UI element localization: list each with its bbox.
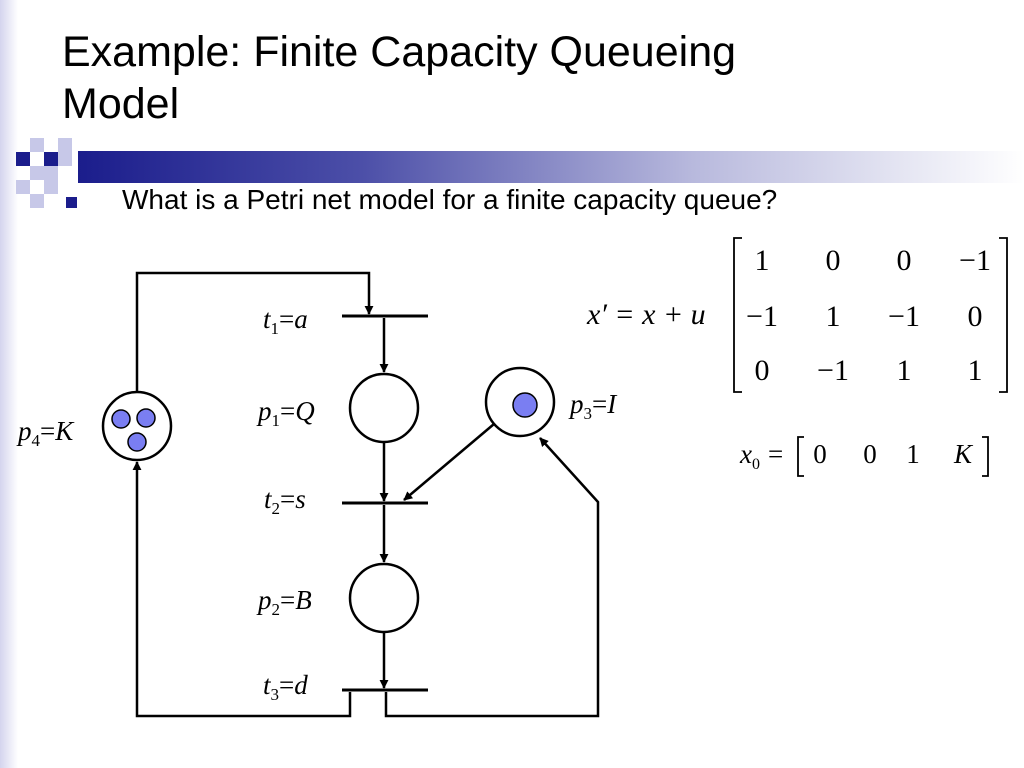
vector-left-bracket [797,436,804,477]
token-p3 [512,392,538,418]
label-t3: t3=d [263,670,308,704]
bullet-square-icon [66,197,77,208]
matrix-cell: −1 [959,244,991,277]
matrix-cell: 1 [755,244,770,277]
matrix-cell: −1 [888,300,920,333]
title-line-2: Model [62,80,180,128]
vector-cell: 1 [906,439,920,469]
left-gradient-bar [0,0,18,768]
title-decoration [16,138,72,208]
token-p4-1 [111,409,131,429]
matrix-cell: 0 [755,354,770,387]
label-p4: p4=K [16,416,75,450]
matrix-cell: 1 [826,300,841,333]
label-t2: t2=s [264,484,306,518]
label-p2: p2=B [256,585,312,619]
initial-state-lhs: x0= [739,439,783,473]
matrix-cell: 1 [968,354,983,387]
label-p3: p3=I [568,389,618,423]
arc-t3-to-p4 [132,461,352,718]
label-t1: t1=a [263,304,308,338]
matrix-right-bracket [999,237,1008,393]
matrix-cell: −1 [746,300,778,333]
token-p4-2 [136,408,156,428]
vector-right-bracket [982,436,989,477]
vector-cell: K [953,439,974,469]
matrix-cell: −1 [817,354,849,387]
vector-cell: 0 [863,439,877,469]
arc-t3-to-p3 [384,437,600,718]
token-p4-3 [127,432,147,452]
matrix-cell: 1 [897,354,912,387]
title-line-1: Example: Finite Capacity Queueing [62,28,737,76]
matrix-cell: 0 [897,244,912,277]
matrix-left-bracket [733,237,742,393]
label-p1: p1=Q [256,396,315,430]
equation-lhs: x′ = x + u [586,298,706,331]
slide-title: Example: Finite Capacity Queueing Model [62,26,962,130]
title-underline-bar [78,151,1024,183]
bullet-text: What is a Petri net model for a finite c… [122,184,778,215]
arc-p4-to-t1 [135,271,374,392]
vector-cell: 0 [813,439,827,469]
matrix-cell: 0 [826,244,841,277]
matrix-cell: 0 [968,300,983,333]
arc-p3-to-t2 [403,423,495,501]
